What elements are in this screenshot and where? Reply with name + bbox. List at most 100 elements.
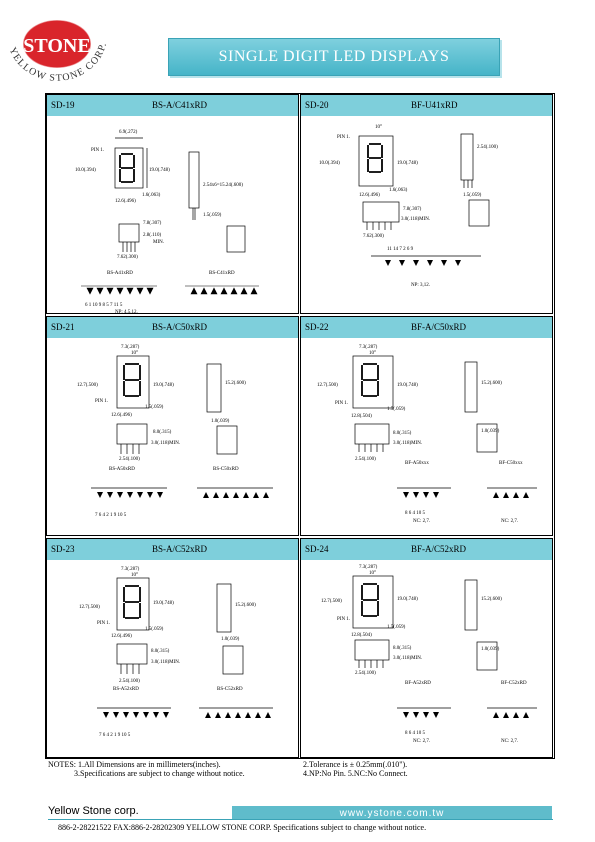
svg-text:7.62(.300): 7.62(.300) <box>117 255 138 260</box>
svg-text:12.6(.496): 12.6(.496) <box>115 199 136 204</box>
drawing-sd21: 7.3(.287) 10° 12.7(.500) 19.0(.748) 12.6… <box>77 345 273 518</box>
logo-text: STONE <box>23 35 90 57</box>
svg-text:12.8(.504): 12.8(.504) <box>351 414 372 419</box>
footer-divider <box>48 819 553 820</box>
svg-text:1.6(.063): 1.6(.063) <box>389 188 408 193</box>
svg-text:7 6 4 2 1 9 10 5: 7 6 4 2 1 9 10 5 <box>95 513 127 518</box>
svg-text:12.7(.500): 12.7(.500) <box>317 383 338 388</box>
page-title-banner: SINGLE DIGIT LED DISPLAYS <box>168 38 500 76</box>
svg-text:19.0(.748): 19.0(.748) <box>397 597 418 602</box>
svg-text:2.54(.100): 2.54(.100) <box>355 671 376 676</box>
panel-model: BS-A/C52xRD <box>152 544 208 554</box>
svg-text:2.54(.100): 2.54(.100) <box>119 679 140 684</box>
note-4: 4.NP:No Pin. 5.NC:No Connect. <box>303 769 408 778</box>
svg-text:NC: 2,7.: NC: 2,7. <box>501 739 518 744</box>
drawing-sd24: 7.3(.287) 10° 12.7(.500) 19.0(.748) 12.8… <box>321 565 537 744</box>
svg-text:8.0(.315): 8.0(.315) <box>393 646 412 651</box>
svg-text:19.0(.748): 19.0(.748) <box>153 601 174 606</box>
svg-text:1.5(.059): 1.5(.059) <box>145 627 164 632</box>
svg-text:2.54(.100): 2.54(.100) <box>119 457 140 462</box>
svg-text:2.54x6=15.24(.600): 2.54x6=15.24(.600) <box>203 183 243 188</box>
svg-text:12.7(.500): 12.7(.500) <box>321 599 342 604</box>
svg-text:1.0(.039): 1.0(.039) <box>481 647 500 652</box>
svg-text:8 6 4 10 5: 8 6 4 10 5 <box>405 731 426 736</box>
svg-text:10.0(.394): 10.0(.394) <box>75 168 96 173</box>
svg-text:NC: 2,7.: NC: 2,7. <box>413 739 430 744</box>
drawing-sd19: 6.9(.272) 10.0(.394) 19.0(.748) 12.6(.49… <box>75 130 259 315</box>
page-title: SINGLE DIGIT LED DISPLAYS <box>218 48 450 65</box>
svg-text:1.5(.059): 1.5(.059) <box>463 193 482 198</box>
footer-info: 886-2-28221522 FAX:886-2-28202309 YELLOW… <box>58 823 427 832</box>
svg-text:3.0(.118)MIN.: 3.0(.118)MIN. <box>151 441 180 446</box>
svg-text:3.0(.118)MIN.: 3.0(.118)MIN. <box>393 656 422 661</box>
svg-text:12.6(.496): 12.6(.496) <box>111 634 132 639</box>
svg-text:MIN.: MIN. <box>153 240 164 245</box>
svg-text:7.3(.287): 7.3(.287) <box>359 565 378 570</box>
svg-text:7.8(.307): 7.8(.307) <box>143 221 162 226</box>
svg-text:NC: 2,7.: NC: 2,7. <box>501 519 518 524</box>
svg-text:12.6(.496): 12.6(.496) <box>111 413 132 418</box>
svg-text:2.54(.100): 2.54(.100) <box>355 457 376 462</box>
svg-text:BF-C50xxx: BF-C50xxx <box>499 461 523 466</box>
svg-text:15.2(.600): 15.2(.600) <box>225 381 246 386</box>
svg-text:BF-C52xRD: BF-C52xRD <box>501 681 527 686</box>
panel-model: BS-A/C41xRD <box>152 100 208 110</box>
svg-text:8 6 4 10 5: 8 6 4 10 5 <box>405 511 426 516</box>
panel-code: SD-20 <box>305 100 329 110</box>
svg-text:PIN 1.: PIN 1. <box>97 621 110 626</box>
svg-text:8.0(.315): 8.0(.315) <box>153 430 172 435</box>
svg-text:10°: 10° <box>375 125 382 130</box>
footer-company: Yellow Stone corp. <box>48 805 139 817</box>
svg-text:BS-A52xRD: BS-A52xRD <box>113 687 139 692</box>
svg-text:1.5(.059): 1.5(.059) <box>145 405 164 410</box>
svg-text:10°: 10° <box>369 571 376 576</box>
svg-text:7.8(.307): 7.8(.307) <box>403 207 422 212</box>
svg-text:10.0(.394): 10.0(.394) <box>319 161 340 166</box>
svg-text:NC: 2,7.: NC: 2,7. <box>413 519 430 524</box>
svg-text:19.0(.748): 19.0(.748) <box>153 383 174 388</box>
svg-text:1.0(.039): 1.0(.039) <box>221 637 240 642</box>
svg-text:10°: 10° <box>131 351 138 356</box>
svg-text:PIN 1.: PIN 1. <box>337 135 350 140</box>
panel-code: SD-22 <box>305 322 329 332</box>
svg-text:BS-A41xRD: BS-A41xRD <box>107 271 133 276</box>
panel-model: BF-A/C52xRD <box>411 544 467 554</box>
svg-text:7 6 4 2 1 9 10 5: 7 6 4 2 1 9 10 5 <box>99 733 131 738</box>
website-link[interactable]: www.ystone.com.tw <box>339 807 445 819</box>
svg-text:15.2(.600): 15.2(.600) <box>481 597 502 602</box>
panel-sd19: SD-19 BS-A/C41xRD 6.9(.272) 10.0(.394) 19… <box>46 94 299 315</box>
svg-text:BS-C41xRD: BS-C41xRD <box>209 271 235 276</box>
footer-website[interactable]: www.ystone.com.tw <box>232 806 552 820</box>
drawing-sd22: 7.3(.287) 10° 12.7(.500) 19.0(.748) 12.8… <box>317 345 537 524</box>
svg-text:NP: 3,12.: NP: 3,12. <box>411 283 430 288</box>
panel-code: SD-19 <box>51 100 75 110</box>
drawing-sd20: 10° 10.0(.394) 19.0(.748) 12.6(.496) 1.6… <box>319 125 498 288</box>
svg-text:10°: 10° <box>131 573 138 578</box>
svg-text:15.2(.600): 15.2(.600) <box>235 603 256 608</box>
svg-text:7.3(.287): 7.3(.287) <box>121 345 140 350</box>
svg-text:12.6(.496): 12.6(.496) <box>359 193 380 198</box>
svg-text:BF-A50xxx: BF-A50xxx <box>405 461 429 466</box>
svg-text:7.62(.300): 7.62(.300) <box>363 234 384 239</box>
svg-text:12.7(.500): 12.7(.500) <box>79 605 100 610</box>
svg-text:7.3(.287): 7.3(.287) <box>121 567 140 572</box>
svg-text:2.54(.100): 2.54(.100) <box>477 145 498 150</box>
svg-text:3.0(.118)MIN.: 3.0(.118)MIN. <box>151 660 180 665</box>
svg-text:BS-A50xRD: BS-A50xRD <box>109 467 135 472</box>
svg-text:PIN 1.: PIN 1. <box>91 148 104 153</box>
svg-text:15.2(.600): 15.2(.600) <box>481 381 502 386</box>
svg-text:NP: 4,5,12.: NP: 4,5,12. <box>115 310 138 315</box>
svg-text:1.0(.039): 1.0(.039) <box>211 419 230 424</box>
panel-header: SD-19 BS-A/C41xRD <box>47 95 298 116</box>
svg-text:BS-C50xRD: BS-C50xRD <box>213 467 239 472</box>
yellow-stone-logo: STONE YELLOW STONE CORP. <box>7 19 108 84</box>
svg-text:19.0(.748): 19.0(.748) <box>149 168 170 173</box>
svg-text:11 14 7 2 6 9: 11 14 7 2 6 9 <box>387 247 414 252</box>
